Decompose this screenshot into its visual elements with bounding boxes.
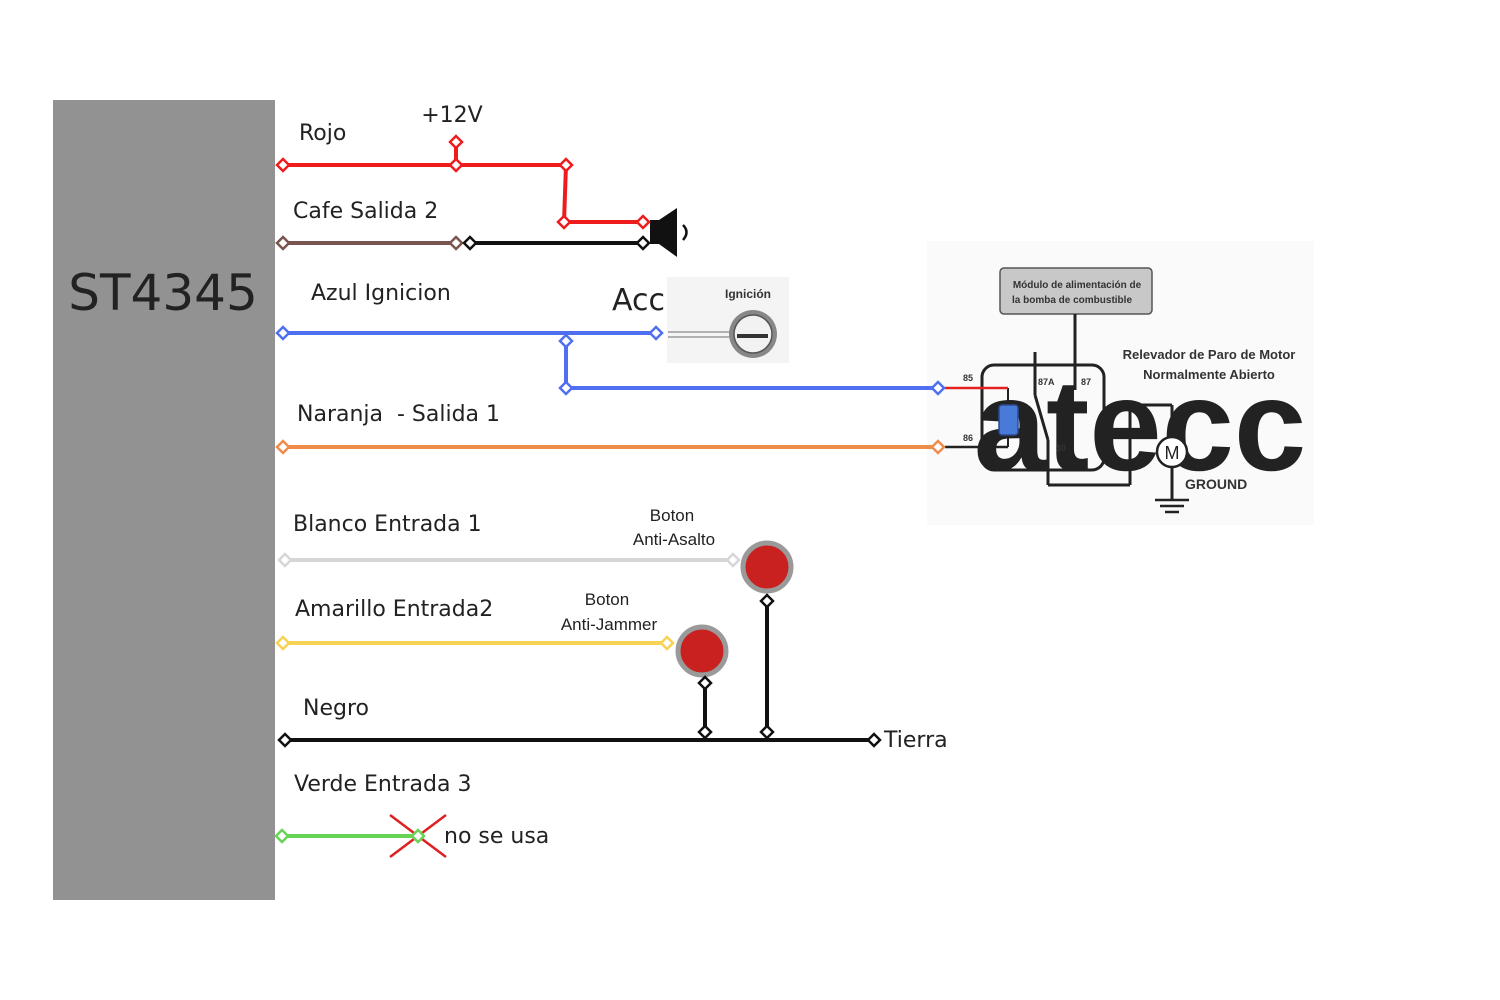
connector-nodes	[274, 134, 946, 844]
anti-asalto-button	[740, 540, 794, 594]
ground-label: GROUND	[1185, 476, 1247, 492]
connector-node	[759, 724, 775, 740]
relay-coil-icon	[998, 404, 1019, 436]
connector-node	[648, 325, 664, 341]
relay-watermark: atecc	[974, 352, 1307, 498]
motor-label: M	[1165, 443, 1180, 463]
connector-node	[697, 675, 713, 691]
wire-rojo	[283, 142, 643, 224]
connector-node	[448, 157, 464, 173]
ignition-panel: Ignición	[667, 277, 789, 363]
connector-node	[275, 635, 291, 651]
connector-node	[930, 439, 946, 455]
ignition-title: Ignición	[725, 287, 771, 301]
label-12v: +12V	[421, 103, 482, 128]
fuel-pump-module-line1: Módulo de alimentación de	[1013, 280, 1142, 291]
anti-asalto-label-line2: Anti-Asalto	[633, 530, 715, 549]
connector-node	[558, 333, 574, 349]
device-label: ST4345	[68, 264, 258, 322]
wire-label-verde: Verde Entrada 3	[294, 772, 471, 797]
anti-asalto-label-line1: Boton	[650, 506, 694, 525]
connector-node	[274, 828, 290, 844]
wire-label-blanco: Blanco Entrada 1	[293, 512, 482, 537]
wire-label-naranja: Naranja - Salida 1	[297, 402, 500, 427]
pin-87: 87	[1081, 377, 1091, 387]
connector-node	[275, 235, 291, 251]
connector-node	[759, 593, 775, 609]
connector-node	[410, 828, 426, 844]
label-acc: Acc	[612, 283, 665, 318]
connector-node	[659, 635, 675, 651]
wire-label-negro: Negro	[303, 696, 369, 721]
label-tierra: Tierra	[883, 728, 948, 753]
connector-node	[462, 235, 478, 251]
relay-title-line1: Relevador de Paro de Motor	[1123, 347, 1296, 362]
relay-panel: atecc Módulo de alimentación de la bomba…	[927, 241, 1314, 525]
connector-node	[558, 157, 574, 173]
wire-label-amarillo: Amarillo Entrada2	[295, 597, 493, 622]
pin-30: 30	[1056, 443, 1066, 453]
wire-label-cafe: Cafe Salida 2	[293, 199, 438, 224]
label-no-se-usa: no se usa	[444, 824, 549, 849]
wire-label-azul: Azul Ignicion	[311, 281, 451, 306]
ignition-switch-icon	[729, 310, 777, 358]
anti-jammer-label-line2: Anti-Jammer	[561, 615, 658, 634]
motor-icon	[1155, 435, 1189, 469]
wire-negro	[285, 601, 874, 742]
connector-node	[635, 235, 651, 251]
connector-node	[556, 214, 572, 230]
connector-node	[558, 380, 574, 396]
connector-node	[448, 235, 464, 251]
relay-title-line2: Normalmente Abierto	[1143, 367, 1275, 382]
connector-node	[930, 380, 946, 396]
connector-node	[635, 214, 651, 230]
connector-node	[275, 157, 291, 173]
pin-86: 86	[963, 433, 973, 443]
fuel-pump-module-box	[999, 267, 1153, 315]
pin-87a: 87A	[1038, 377, 1055, 387]
relay-body	[980, 363, 1106, 472]
fuel-pump-module-line2: la bomba de combustible	[1012, 295, 1132, 306]
connector-node	[277, 732, 293, 748]
connector-node	[277, 552, 293, 568]
anti-jammer-label-line1: Boton	[585, 590, 629, 609]
anti-jammer-button	[675, 624, 729, 678]
connector-node	[275, 439, 291, 455]
pin-85: 85	[963, 373, 973, 383]
speaker-icon	[650, 208, 688, 257]
device-block	[53, 100, 275, 900]
wire-label-rojo: Rojo	[299, 121, 346, 146]
connector-node	[866, 732, 882, 748]
connector-node	[725, 552, 741, 568]
connector-node	[448, 134, 464, 150]
wire-azul	[283, 331, 938, 390]
connector-node	[697, 724, 713, 740]
connector-node	[275, 325, 291, 341]
